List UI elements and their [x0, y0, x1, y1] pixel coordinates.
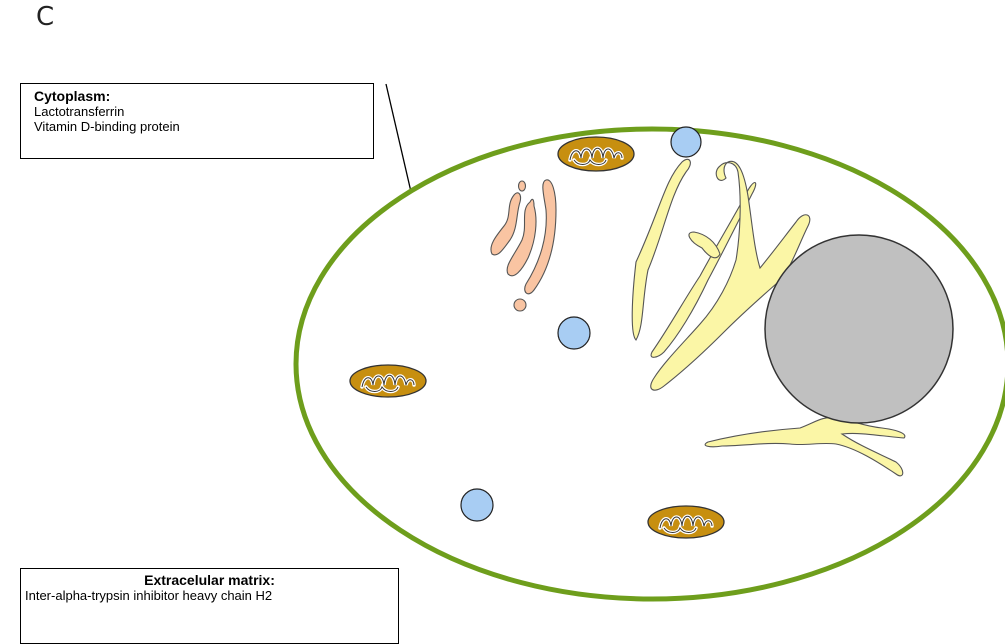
- cytoplasm-protein: Lactotransferrin: [34, 104, 360, 119]
- cytoplasm-title: Cytoplasm:: [34, 89, 360, 104]
- cytoplasm-callout: Cytoplasm: Lactotransferrin Vitamin D-bi…: [20, 83, 374, 159]
- vesicle: [671, 127, 701, 157]
- mitochondrion-left: [350, 365, 426, 397]
- mitochondrion-top: [558, 137, 634, 171]
- extracellular-matrix-title: Extracelular matrix:: [25, 573, 394, 588]
- vesicle: [461, 489, 493, 521]
- nucleus: [765, 235, 953, 423]
- extracellular-matrix-protein: Inter-alpha-trypsin inhibitor heavy chai…: [25, 588, 394, 603]
- extracellular-matrix-callout: Extracelular matrix: Inter-alpha-trypsin…: [20, 568, 399, 644]
- mitochondrion-bottom: [648, 506, 724, 538]
- cytoplasm-protein: Vitamin D-binding protein: [34, 119, 360, 134]
- vesicle: [558, 317, 590, 349]
